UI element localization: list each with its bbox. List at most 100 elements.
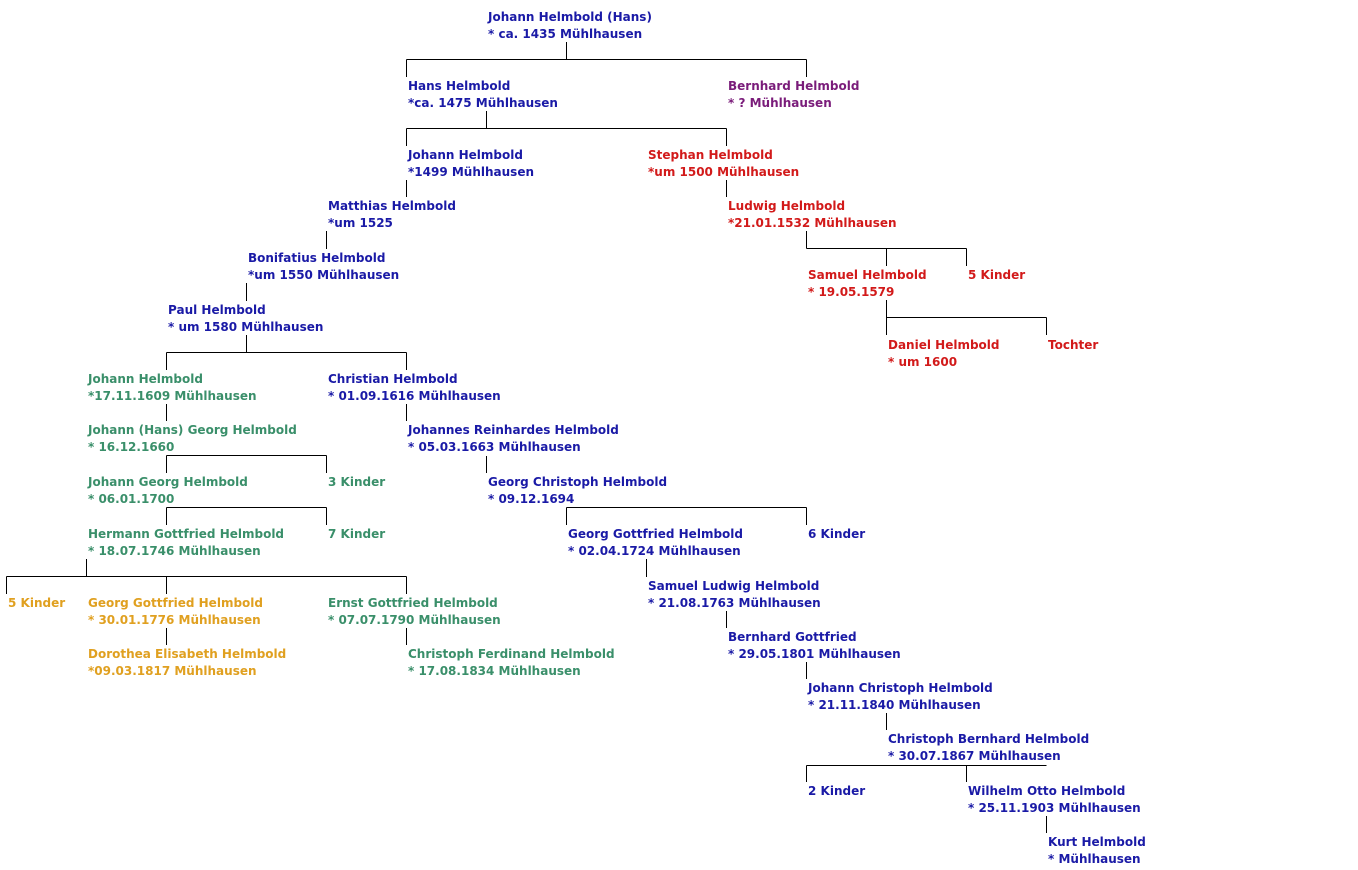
person-johann-georg-1660: Johann (Hans) Georg Helmbold * 16.12.166… (88, 422, 297, 456)
person-info: * 30.01.1776 Mühlhausen (88, 613, 261, 627)
person-name: 7 Kinder (328, 527, 386, 541)
person-info: * Mühlhausen (1048, 852, 1141, 866)
person-name: Johann Helmbold (408, 148, 523, 162)
person-info: *21.01.1532 Mühlhausen (728, 216, 897, 230)
person-info: *um 1550 Mühlhausen (248, 268, 400, 282)
person-stephan-1500: Stephan Helmbold *um 1500 Mühlhausen (648, 147, 799, 181)
person-name: Ernst Gottfried Helmbold (328, 596, 498, 610)
person-bernhard-gottfried-1801: Bernhard Gottfried * 29.05.1801 Mühlhaus… (728, 629, 901, 663)
person-kinder7: 7 Kinder (328, 526, 385, 543)
person-name: Georg Gottfried Helmbold (88, 596, 263, 610)
person-info: * 07.07.1790 Mühlhausen (328, 613, 501, 627)
person-info: * 25.11.1903 Mühlhausen (968, 801, 1141, 815)
person-ernst-gottfried-1790: Ernst Gottfried Helmbold * 07.07.1790 Mü… (328, 595, 501, 629)
person-hermann-gottfried-1746: Hermann Gottfried Helmbold * 18.07.1746 … (88, 526, 284, 560)
person-info: * 18.07.1746 Mühlhausen (88, 544, 261, 558)
person-name: Dorothea Elisabeth Helmbold (88, 647, 287, 661)
person-paul-1580: Paul Helmbold * um 1580 Mühlhausen (168, 302, 323, 336)
person-info: * um 1600 (888, 355, 958, 369)
person-name: Daniel Helmbold (888, 338, 1000, 352)
person-johann-christoph-1840: Johann Christoph Helmbold * 21.11.1840 M… (808, 680, 993, 714)
person-name: Bernhard Helmbold (728, 79, 860, 93)
person-name: Samuel Ludwig Helmbold (648, 579, 820, 593)
person-name: 2 Kinder (808, 784, 866, 798)
person-tochter: Tochter (1048, 337, 1098, 354)
person-info: * 29.05.1801 Mühlhausen (728, 647, 901, 661)
person-info: * ca. 1435 Mühlhausen (488, 27, 643, 41)
person-name: Johann Georg Helmbold (88, 475, 248, 489)
person-name: Ludwig Helmbold (728, 199, 846, 213)
person-christoph-ferdinand-1834: Christoph Ferdinand Helmbold * 17.08.183… (408, 646, 615, 680)
person-info: *ca. 1475 Mühlhausen (408, 96, 558, 110)
person-christoph-bernhard-1867: Christoph Bernhard Helmbold * 30.07.1867… (888, 731, 1089, 765)
person-info: * 17.08.1834 Mühlhausen (408, 664, 581, 678)
person-samuel-1579: Samuel Helmbold * 19.05.1579 (808, 267, 927, 301)
person-info: * 09.12.1694 (488, 492, 575, 506)
person-name: Johann Helmbold (Hans) (488, 10, 652, 24)
person-name: Christoph Ferdinand Helmbold (408, 647, 615, 661)
person-info: *1499 Mühlhausen (408, 165, 534, 179)
person-name: 6 Kinder (808, 527, 866, 541)
person-info: *um 1500 Mühlhausen (648, 165, 800, 179)
person-name: Johann (Hans) Georg Helmbold (88, 423, 297, 437)
person-daniel-1600: Daniel Helmbold * um 1600 (888, 337, 999, 371)
person-johann-hans-1435: Johann Helmbold (Hans) * ca. 1435 Mühlha… (488, 9, 652, 43)
person-kurt: Kurt Helmbold * Mühlhausen (1048, 834, 1146, 868)
person-info: * ? Mühlhausen (728, 96, 832, 110)
person-info: * 21.11.1840 Mühlhausen (808, 698, 981, 712)
person-name: Kurt Helmbold (1048, 835, 1146, 849)
person-georg-christoph-1694: Georg Christoph Helmbold * 09.12.1694 (488, 474, 667, 508)
person-name: Christian Helmbold (328, 372, 458, 386)
person-info: *um 1525 (328, 216, 393, 230)
person-kinder5-b: 5 Kinder (8, 595, 65, 612)
person-info: * 30.07.1867 Mühlhausen (888, 749, 1061, 763)
person-name: Bernhard Gottfried (728, 630, 857, 644)
person-name: Bonifatius Helmbold (248, 251, 386, 265)
person-johannes-reinhardes-1663: Johannes Reinhardes Helmbold * 05.03.166… (408, 422, 619, 456)
person-bernhard: Bernhard Helmbold * ? Mühlhausen (728, 78, 859, 112)
person-christian-1616: Christian Helmbold * 01.09.1616 Mühlhaus… (328, 371, 501, 405)
person-wilhelm-otto-1903: Wilhelm Otto Helmbold * 25.11.1903 Mühlh… (968, 783, 1141, 817)
person-info: * 01.09.1616 Mühlhausen (328, 389, 501, 403)
person-info: * 16.12.1660 (88, 440, 175, 454)
person-info: * 05.03.1663 Mühlhausen (408, 440, 581, 454)
person-info: * 06.01.1700 (88, 492, 175, 506)
person-name: 3 Kinder (328, 475, 386, 489)
person-info: * um 1580 Mühlhausen (168, 320, 324, 334)
person-name: Samuel Helmbold (808, 268, 927, 282)
person-info: * 21.08.1763 Mühlhausen (648, 596, 821, 610)
person-matthias-1525: Matthias Helmbold *um 1525 (328, 198, 456, 232)
person-kinder3: 3 Kinder (328, 474, 385, 491)
person-name: Matthias Helmbold (328, 199, 456, 213)
person-name: Georg Christoph Helmbold (488, 475, 668, 489)
person-dorothea-elisabeth-1817: Dorothea Elisabeth Helmbold *09.03.1817 … (88, 646, 286, 680)
person-name: 5 Kinder (968, 268, 1026, 282)
person-name: Johannes Reinhardes Helmbold (408, 423, 619, 437)
person-name: 5 Kinder (8, 596, 66, 610)
person-name: Paul Helmbold (168, 303, 266, 317)
person-name: Hermann Gottfried Helmbold (88, 527, 285, 541)
person-name: Hans Helmbold (408, 79, 511, 93)
person-samuel-ludwig-1763: Samuel Ludwig Helmbold * 21.08.1763 Mühl… (648, 578, 821, 612)
person-kinder5-a: 5 Kinder (968, 267, 1025, 284)
person-name: Georg Gottfried Helmbold (568, 527, 743, 541)
person-info: * 02.04.1724 Mühlhausen (568, 544, 741, 558)
person-name: Johann Christoph Helmbold (808, 681, 993, 695)
person-georg-gottfried-1724: Georg Gottfried Helmbold * 02.04.1724 Mü… (568, 526, 743, 560)
person-hans-1475: Hans Helmbold *ca. 1475 Mühlhausen (408, 78, 558, 112)
person-kinder6: 6 Kinder (808, 526, 865, 543)
person-johann-1609: Johann Helmbold *17.11.1609 Mühlhausen (88, 371, 257, 405)
person-georg-gottfried-1776: Georg Gottfried Helmbold * 30.01.1776 Mü… (88, 595, 263, 629)
person-ludwig-1532: Ludwig Helmbold *21.01.1532 Mühlhausen (728, 198, 897, 232)
person-name: Johann Helmbold (88, 372, 203, 386)
person-johann-1499: Johann Helmbold *1499 Mühlhausen (408, 147, 534, 181)
person-name: Tochter (1048, 338, 1099, 352)
person-kinder2: 2 Kinder (808, 783, 865, 800)
person-info: * 19.05.1579 (808, 285, 895, 299)
person-info: *17.11.1609 Mühlhausen (88, 389, 257, 403)
person-name: Stephan Helmbold (648, 148, 773, 162)
person-johann-georg-1700: Johann Georg Helmbold * 06.01.1700 (88, 474, 248, 508)
person-bonifatius-1550: Bonifatius Helmbold *um 1550 Mühlhausen (248, 250, 399, 284)
